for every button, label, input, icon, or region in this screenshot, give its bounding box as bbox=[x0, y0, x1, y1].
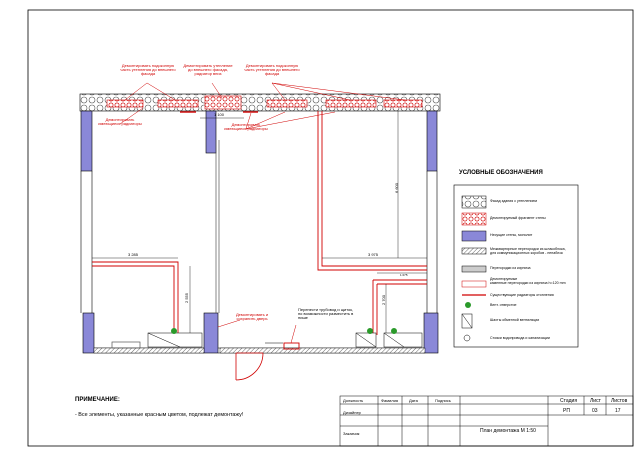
legend-swatches bbox=[461, 195, 487, 342]
callout-5-line: Демонтировать bbox=[231, 122, 261, 127]
tb-sheet: 03 bbox=[592, 408, 598, 414]
bottom-block-partition bbox=[219, 347, 426, 354]
callout-6-line: Демонтировать и bbox=[235, 312, 269, 317]
callout-4-line: имеющиеся радиаторы bbox=[98, 121, 142, 126]
callout-5: Демонтировать имеющиеся радиаторы bbox=[222, 123, 270, 131]
vent-holes bbox=[171, 328, 397, 334]
callout-3-line: фасада bbox=[264, 71, 280, 76]
legend-label: Стояки водопровода и канализации bbox=[490, 336, 550, 340]
callout-7: Перенести трубовод и щиток, по возможнос… bbox=[298, 308, 356, 320]
tb-stage-label: Стадия bbox=[560, 398, 578, 404]
callout-1-line: часть утепления до внешнего bbox=[120, 67, 176, 72]
existing-partitions bbox=[111, 140, 220, 349]
callout-7-line: нише bbox=[298, 315, 308, 320]
callout-2-line: радиатор вниз bbox=[194, 71, 222, 76]
legend-label: Демонтируемые каменные перегородки из ки… bbox=[490, 277, 566, 286]
tb-header: Должность bbox=[343, 398, 364, 403]
demolish-fragments bbox=[106, 95, 423, 110]
dimension-label: 1 100 bbox=[214, 112, 225, 117]
legend-title: УСЛОВНЫЕ ОБОЗНАЧЕНИЯ bbox=[459, 170, 543, 176]
tb-role: Дизайнер bbox=[343, 410, 361, 415]
legend-label: Шахты обменной вентиляции bbox=[490, 318, 540, 322]
callout-3-line: Демонтировать подоконную bbox=[245, 63, 299, 68]
callout-2-line: Демонтировать утепление bbox=[183, 63, 233, 68]
legend-label: Несущие стены, монолит bbox=[490, 233, 533, 237]
dimension-label: 6 600 bbox=[394, 182, 400, 194]
legend-label: Межквартирные перегородки из шлакоблока,… bbox=[490, 247, 566, 256]
note-title: ПРИМЕЧАНИЕ: bbox=[75, 397, 120, 403]
legend-label: Фасад здания с утеплением bbox=[490, 199, 537, 203]
title-block bbox=[339, 395, 634, 447]
callout-4-line: Демонтировать bbox=[105, 117, 135, 122]
callout-7-line: Перенести трубовод и щиток, bbox=[298, 307, 354, 312]
entrance-door bbox=[235, 352, 264, 381]
callout-6-line: сохранить дверь bbox=[236, 316, 268, 321]
callout-7-line: по возможности разместить в bbox=[298, 311, 354, 316]
legend-box bbox=[453, 184, 579, 348]
bottom-block-partition-left bbox=[93, 347, 205, 354]
vent-shafts bbox=[147, 332, 423, 348]
note-text: - Все элементы, указанные красным цветом… bbox=[75, 412, 244, 418]
dimension-label: 2 555 bbox=[184, 292, 190, 304]
tb-stage: РП bbox=[563, 408, 570, 414]
sheet-frame bbox=[27, 9, 634, 447]
demolish-partitions bbox=[92, 111, 427, 350]
legend-label: Перегородки из кирпича bbox=[490, 266, 531, 270]
dimension-label: 1 075 bbox=[400, 273, 408, 277]
callout-1-line: фасада bbox=[140, 71, 156, 76]
callout-1-line: Демонтировать подоконную bbox=[121, 63, 175, 68]
callout-2: Демонтировать утепление до внешнего фаса… bbox=[178, 64, 238, 76]
dimension-lines bbox=[92, 111, 427, 333]
callout-5-line: имеющиеся радиаторы bbox=[224, 126, 268, 131]
dimension-label: 3 285 bbox=[128, 252, 139, 257]
tb-header: Дата bbox=[409, 398, 418, 403]
dimension-label: 2 700 bbox=[381, 294, 387, 306]
tb-header: Подпись bbox=[435, 398, 451, 403]
tb-sheets: 17 bbox=[615, 408, 621, 414]
legend-label: Существующие радиаторы отопления bbox=[490, 293, 554, 297]
callout-2-line: до внешнего фасада, bbox=[188, 67, 228, 72]
callout-3: Демонтировать подоконную часть утепления… bbox=[242, 64, 302, 76]
callout-1: Демонтировать подоконную часть утепления… bbox=[118, 64, 178, 76]
bearing-walls bbox=[80, 110, 439, 354]
tb-role: Заказчик bbox=[343, 431, 360, 436]
tb-sheets-label: Листов bbox=[611, 398, 628, 404]
legend-label: Демонтируемый фрагмент стены bbox=[490, 216, 546, 220]
tb-header: Фамилия bbox=[381, 398, 398, 403]
callout-leaders bbox=[119, 82, 406, 344]
callout-4: Демонтировать имеющиеся радиаторы bbox=[96, 118, 144, 126]
callout-3-line: часть утепления до внешнего bbox=[244, 67, 300, 72]
callout-6: Демонтировать и сохранить дверь bbox=[232, 313, 272, 321]
dimension-label: 3 975 bbox=[368, 252, 379, 257]
drawing-title: План демонтажа М 1:50 bbox=[480, 428, 536, 434]
legend-label: Вент. отверстие bbox=[490, 303, 517, 307]
tb-sheet-label: Лист bbox=[590, 398, 601, 404]
